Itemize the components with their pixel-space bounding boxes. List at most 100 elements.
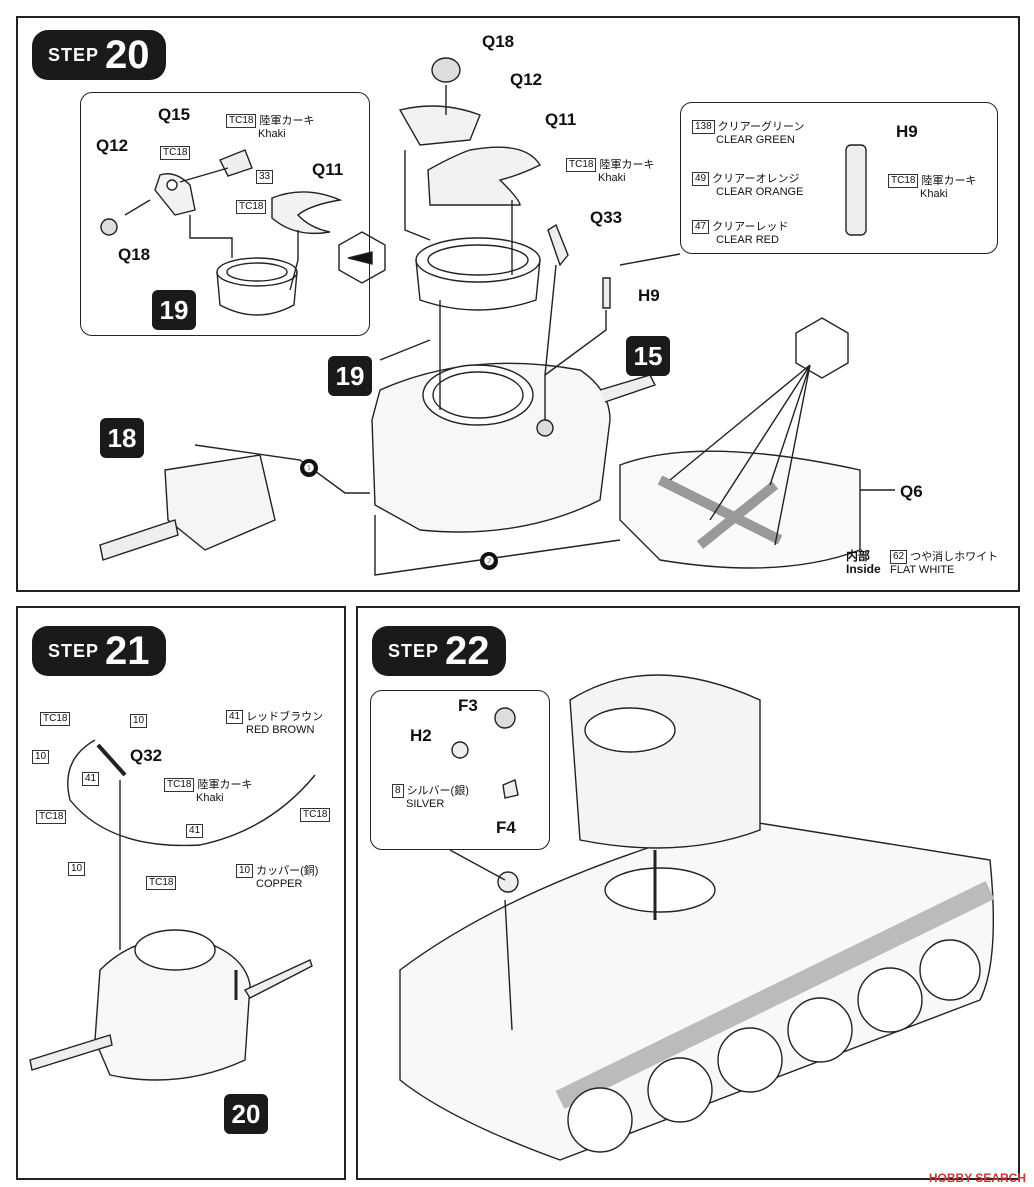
inside-label: 内部 Inside bbox=[846, 550, 881, 576]
paint-name-en: Khaki bbox=[196, 792, 224, 804]
paint-name-en: CLEAR RED bbox=[716, 234, 779, 246]
step21-header: STEP 21 bbox=[32, 626, 166, 676]
q12-hatch-main bbox=[398, 105, 481, 146]
paint-name-jp: 陸軍カーキ bbox=[259, 114, 315, 127]
paint-name-en: Khaki bbox=[598, 172, 626, 184]
paint-code: TC18 bbox=[226, 114, 257, 128]
label-q6: Q6 bbox=[900, 482, 923, 501]
attach-point-1: ❶ bbox=[300, 459, 318, 477]
paint-code: 10 bbox=[68, 862, 86, 876]
q18-cupola-sub bbox=[100, 218, 118, 236]
paint-name-en: Khaki bbox=[258, 128, 286, 140]
paint-code: 10 bbox=[236, 864, 254, 878]
paint-name-jp: シルバー(銀) bbox=[406, 784, 469, 797]
step-ref-badge: 19 bbox=[152, 290, 196, 330]
paint-callout-tc18: TC18 bbox=[36, 810, 69, 824]
step-word: STEP bbox=[48, 640, 100, 661]
paint-name-en: COPPER bbox=[256, 878, 303, 890]
paint-callout-tc18: TC18 bbox=[236, 200, 269, 214]
label-h9: H9 bbox=[896, 122, 918, 141]
label-h9: H9 bbox=[638, 286, 660, 305]
inside-en: Inside bbox=[846, 562, 881, 576]
paint-code: TC18 bbox=[40, 712, 71, 726]
paint-code: 33 bbox=[256, 170, 274, 184]
label-q18: Q18 bbox=[118, 245, 151, 264]
attach-point-2: ❷ bbox=[480, 552, 498, 570]
paint-code: TC18 bbox=[164, 778, 195, 792]
paint-code: 8 bbox=[392, 784, 404, 798]
paint-callout-10: 10 bbox=[130, 714, 150, 728]
paint-name-en: FLAT WHITE bbox=[890, 564, 955, 576]
q32-antenna-mount bbox=[96, 743, 127, 777]
step-ref-badge: 15 bbox=[626, 336, 670, 376]
step-ref-badge: 20 bbox=[224, 1094, 268, 1134]
paint-code: 10 bbox=[130, 714, 148, 728]
reverse-hex-symbol bbox=[338, 231, 386, 284]
paint-code: TC18 bbox=[36, 810, 67, 824]
paint-name-jp: クリアーレッド bbox=[712, 220, 789, 233]
gun-mantlet bbox=[164, 454, 276, 551]
paint-callout-tc18: TC18 bbox=[160, 146, 193, 160]
paint-code: TC18 bbox=[888, 174, 919, 188]
paint-callout-tc18: TC18 bbox=[40, 712, 73, 726]
paint-code: 41 bbox=[226, 710, 244, 724]
paint-callout-41: 41 bbox=[82, 772, 102, 786]
turret-ring-sub-body bbox=[216, 271, 298, 316]
paint-code: 41 bbox=[186, 824, 204, 838]
paint-code: 41 bbox=[82, 772, 100, 786]
paint-code: 138 bbox=[692, 120, 715, 134]
paint-callout-tc18: TC18 bbox=[300, 808, 333, 822]
tank-turret bbox=[569, 674, 761, 849]
label-q32: Q32 bbox=[130, 746, 163, 765]
step20-clear-parts-box bbox=[680, 102, 998, 254]
turret-ring-sub bbox=[216, 257, 298, 287]
q11-plate-main bbox=[427, 146, 541, 206]
paint-callout-10: 10 bbox=[68, 862, 88, 876]
step22-detail-box bbox=[370, 690, 550, 850]
paint-callout-41: 41 bbox=[186, 824, 206, 838]
label-q15: Q15 bbox=[158, 105, 191, 124]
label-f4: F4 bbox=[496, 818, 516, 837]
label-q18: Q18 bbox=[482, 32, 515, 51]
turret-gun-barrel bbox=[599, 374, 656, 403]
q18-cupola-main bbox=[431, 57, 461, 83]
paint-callout-33: 33 bbox=[256, 170, 276, 184]
step-ref-badge: 19 bbox=[328, 356, 372, 396]
watermark: HOBBY SEARCH bbox=[928, 1171, 1026, 1185]
label-q33: Q33 bbox=[590, 208, 623, 227]
paint-name-jp: つや消しホワイト bbox=[910, 550, 999, 563]
paint-code: 10 bbox=[32, 750, 50, 764]
h9-part bbox=[602, 277, 611, 309]
paint-code: TC18 bbox=[160, 146, 191, 160]
paint-code: TC18 bbox=[300, 808, 331, 822]
step22-header: STEP 22 bbox=[372, 626, 506, 676]
paint-name-en: SILVER bbox=[406, 798, 445, 810]
paint-code: TC18 bbox=[146, 876, 177, 890]
label-q12: Q12 bbox=[510, 70, 543, 89]
h9-light-lens bbox=[845, 144, 867, 236]
paint-area-hex-symbol bbox=[795, 317, 849, 379]
paint-name-jp: クリアーグリーン bbox=[717, 120, 805, 133]
paint-code: 62 bbox=[890, 550, 908, 564]
paint-code: 49 bbox=[692, 172, 710, 186]
tank-track bbox=[555, 881, 995, 1109]
inside-jp: 内部 bbox=[846, 549, 871, 563]
tank-hull bbox=[399, 819, 995, 1161]
paint-name-jp: 陸軍カーキ bbox=[197, 778, 253, 791]
paint-name-jp: クリアーオレンジ bbox=[712, 172, 800, 185]
step-word: STEP bbox=[388, 640, 440, 661]
paint-name-en: Khaki bbox=[920, 188, 948, 200]
paint-name-jp: 陸軍カーキ bbox=[599, 158, 655, 171]
step21-panel bbox=[16, 606, 346, 1180]
paint-name-en: RED BROWN bbox=[246, 724, 315, 736]
paint-callout-tc18: TC18 bbox=[146, 876, 179, 890]
